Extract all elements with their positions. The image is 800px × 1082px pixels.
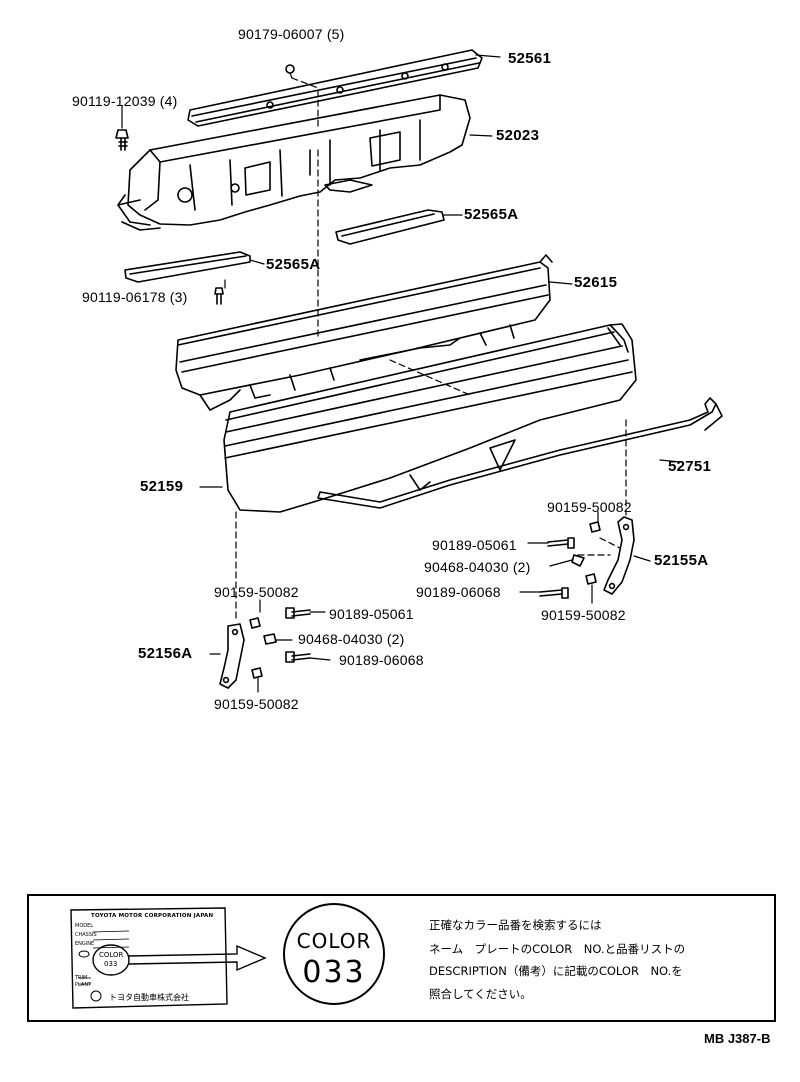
label-52156a: 52156A xyxy=(138,645,193,662)
label-90119-06178: 90119-06178 (3) xyxy=(82,289,188,305)
label-90189-06068-l: 90189-06068 xyxy=(339,652,424,668)
color-note-box: TOYOTA MOTOR CORPORATION JAPAN MODEL CHA… xyxy=(27,894,776,1022)
clip-90179 xyxy=(285,64,295,79)
label-90468-04030-r: 90468-04030 (2) xyxy=(424,559,531,575)
nameplate-row-model: MODEL xyxy=(75,923,94,929)
note-line-3: DESCRIPTION（備考）に記載のCOLOR NO.を xyxy=(429,964,683,978)
color-circle-code: 033 xyxy=(302,955,366,990)
note-line-2: ネーム プレートのCOLOR NO.と品番リストの xyxy=(429,942,686,956)
label-90159-50082-rb: 90159-50082 xyxy=(541,607,626,623)
energy-absorber-52023 xyxy=(117,94,493,231)
label-52565a-right: 52565A xyxy=(464,206,519,223)
label-52155a: 52155A xyxy=(654,552,709,569)
color-code-circle: COLOR 033 xyxy=(283,903,385,1005)
arrow-icon xyxy=(128,944,267,972)
nameplate-header: TOYOTA MOTOR CORPORATION JAPAN xyxy=(91,913,214,919)
label-90189-06068-r: 90189-06068 xyxy=(416,584,501,600)
nameplate-row-engine: ENGINE xyxy=(75,941,95,947)
bracket-52156a xyxy=(209,623,245,689)
document-code: MB J387-B xyxy=(704,1031,771,1046)
label-leaders xyxy=(121,105,599,604)
nameplate-color-code: 033 xyxy=(104,960,118,968)
left-fasteners xyxy=(249,599,331,693)
label-90159-50082-rt: 90159-50082 xyxy=(547,499,632,515)
label-90159-50082-lt: 90159-50082 xyxy=(214,584,299,600)
bumper-cover-52159 xyxy=(199,323,637,513)
note-line-4: 照合してください。 xyxy=(429,987,532,1001)
label-90119-12039: 90119-12039 (4) xyxy=(72,93,178,109)
label-90189-05061-l: 90189-05061 xyxy=(329,606,414,622)
color-oval xyxy=(92,944,130,976)
bracket-52565a-left xyxy=(124,251,265,283)
nameplate-outline xyxy=(70,907,228,1009)
label-90468-04030-l: 90468-04030 (2) xyxy=(298,631,405,647)
note-line-1: 正確なカラー品番を検索するには xyxy=(429,918,602,932)
nameplate-row-trim: TRIM xyxy=(75,975,88,981)
bracket-52155a xyxy=(603,516,651,595)
nameplate-row-chassis: CHASSIS xyxy=(75,932,97,938)
label-52023: 52023 xyxy=(496,127,540,144)
label-52565a-left: 52565A xyxy=(266,256,321,273)
bolt-90119-12039 xyxy=(115,129,129,151)
molding-52751 xyxy=(317,397,723,509)
bracket-52565a-right xyxy=(335,209,463,245)
nameplate-row-plant: PLANT xyxy=(75,982,92,988)
reinforcement-strip-52561 xyxy=(187,49,501,127)
label-52751: 52751 xyxy=(668,458,712,475)
nameplate-color-label: COLOR xyxy=(99,951,124,959)
right-fasteners xyxy=(539,521,601,599)
label-90159-50082-lb: 90159-50082 xyxy=(214,696,299,712)
label-90179-06007: 90179-06007 (5) xyxy=(238,26,345,42)
nameplate-graphic xyxy=(70,907,267,1009)
bolt-90119-06178 xyxy=(214,287,224,305)
label-52159: 52159 xyxy=(140,478,184,495)
bumper-upper-52615 xyxy=(175,254,573,411)
nameplate-maker: トヨタ自動車株式会社 xyxy=(109,993,189,1002)
dashed-leaders xyxy=(235,77,627,621)
label-52615: 52615 xyxy=(574,274,618,291)
color-circle-label: COLOR xyxy=(296,929,372,953)
label-52561: 52561 xyxy=(508,50,552,67)
label-90189-05061-r: 90189-05061 xyxy=(432,537,517,553)
